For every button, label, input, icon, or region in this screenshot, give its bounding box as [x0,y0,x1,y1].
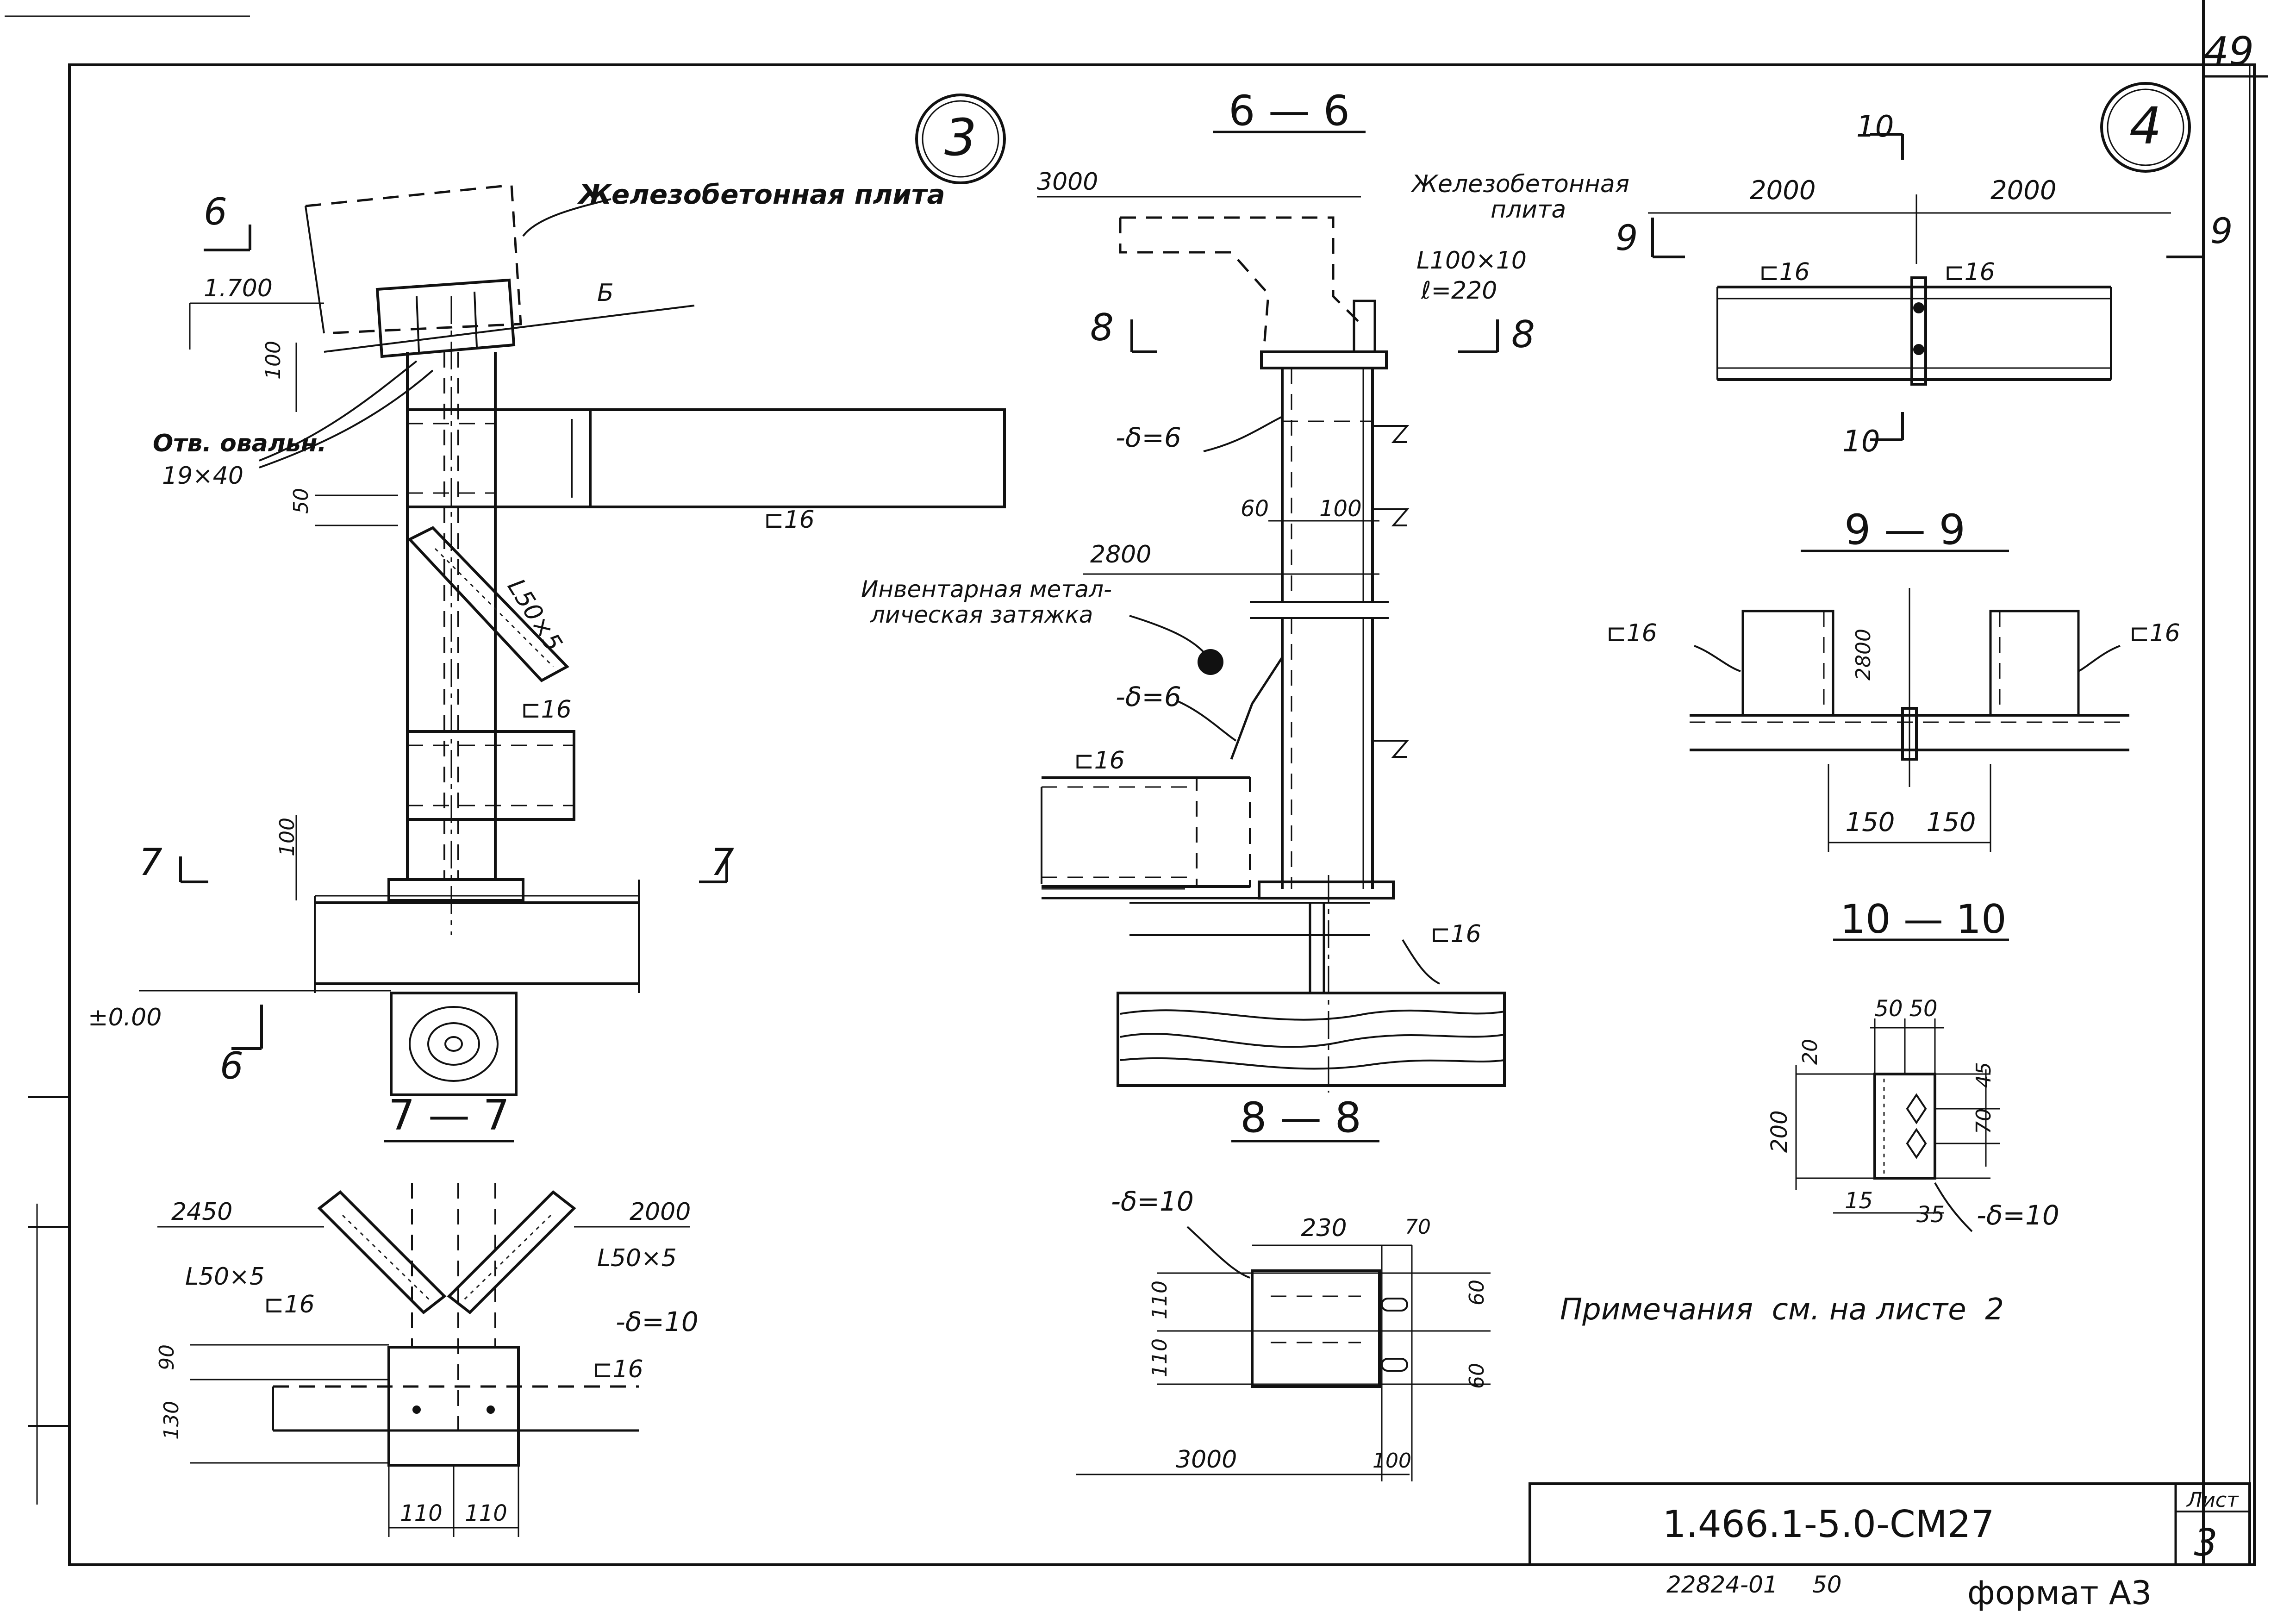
slab-label: Железобетонная плита [577,179,945,210]
section-6-bottom-label: 6 [220,1044,243,1087]
section-9-9-title: 9 — 9 [1844,506,1965,554]
dim-3000-top: 3000 [1037,168,1098,196]
dim-50-2: 50 [1909,996,1937,1022]
plate-6-top-label: -δ=6 [1116,422,1181,453]
dim-100-bottom: 100 [275,818,299,856]
plate-10-88-label: -δ=10 [1111,1186,1194,1217]
dim-2450: 2450 [171,1198,232,1226]
c16-left-n4-label: ⊏16 [1759,258,1810,286]
dim-100-top: 100 [262,341,285,380]
section-8-left-label: 8 [1090,306,1114,349]
node-3-marker: 3 [944,108,977,167]
c16-mid-label: ⊏16 [521,696,572,724]
dim-150-right: 150 [1927,807,1976,837]
title-block [1529,1482,2251,1566]
section-10-bottom-label: 10 [1842,425,1880,459]
notes-reference: Примечания см. на листе 2 [1560,1293,2004,1327]
sheet-number: 3 [2194,1521,2218,1564]
angle-left-label: L50×5 [185,1263,265,1291]
tie-label-line1: Инвентарная метал- [861,576,1112,603]
footer-page: 50 [1812,1571,1842,1598]
slab-label-66-line1: Железобетонная [1410,170,1629,198]
dim-50: 50 [289,488,313,514]
dim-110-88-top: 110 [1148,1280,1172,1319]
slab-label-66-line2: плита [1491,196,1566,224]
section-9-left-label: 9 [1616,217,1638,258]
dim-2800: 2800 [1090,541,1151,568]
c16-right-label: ⊏16 [593,1355,643,1383]
angle-label: L50×5 [502,574,568,656]
plate-label: -δ=10 [616,1306,699,1337]
footer-code: 22824-01 [1666,1571,1778,1598]
dim-110-88-bottom: 110 [1148,1338,1172,1377]
section-10-top-label: 10 [1856,110,1894,144]
section-7-7-title: 7 — 7 [388,1091,510,1140]
page-number: 49 [2204,29,2254,75]
dim-100-88: 100 [1373,1449,1411,1473]
elevation-1700: 1.700 [204,275,273,302]
dim-60: 60 [1241,496,1269,522]
section-8-right-label: 8 [1511,313,1535,356]
dim-60-88-bottom: 60 [1465,1363,1489,1389]
holes-label: Отв. овальн. [153,430,326,457]
c16-upper-beam-label: ⊏16 [764,506,815,534]
c16-left-99-label: ⊏16 [1606,619,1657,647]
sheet-label: Лист [2186,1488,2239,1512]
sheet-frame [5,0,2268,1566]
plate-10-1010-label: -δ=10 [1977,1199,2059,1231]
section-9-right-label: 9 [2210,210,2233,251]
b-label: Б [597,279,614,307]
dim-15: 15 [1845,1188,1873,1214]
dim-50-1: 50 [1874,996,1903,1022]
node-4-marker: 4 [2129,96,2162,156]
dim-2000-right-n4: 2000 [1990,175,2057,206]
angle-right-label: L50×5 [597,1244,677,1272]
section-7-right-label: 7 [711,841,734,884]
plate-6-bottom-label: -δ=6 [1116,681,1181,712]
c16-left-66-label: ⊏16 [1074,747,1125,775]
dim-110-left: 110 [400,1500,443,1526]
dim-60-88-top: 60 [1465,1280,1489,1305]
dim-45: 45 [1972,1062,1996,1088]
section-6-label: 6 [204,190,227,233]
angle-length-label: ℓ=220 [1421,277,1497,305]
dim-200: 200 [1766,1110,1792,1153]
dim-3000-88: 3000 [1176,1446,1237,1474]
dim-20: 20 [1798,1039,1822,1065]
dim-35: 35 [1916,1202,1945,1228]
section-6-6-title: 6 — 6 [1229,87,1350,135]
node-4-view [1648,82,2205,441]
c16-bottom-66-label: ⊏16 [1430,920,1481,948]
angle-100x10-label: L100×10 [1416,247,1527,275]
format-label: формат А3 [1967,1574,2152,1612]
section-10-10 [1795,938,2009,1232]
section-6-6 [1037,131,1506,1093]
node-3-view [139,94,1006,1096]
dim-90: 90 [155,1344,179,1370]
doc-code: 1.466.1-5.0-СМ27 [1663,1503,1995,1546]
c16-right-n4-label: ⊏16 [1944,258,1995,286]
tie-label-line2: лическая затяжка [870,601,1093,628]
dim-130: 130 [160,1401,183,1440]
section-8-8-title: 8 — 8 [1240,1093,1361,1142]
c16-right-99-label: ⊏16 [2129,619,2180,647]
section-9-9 [1690,550,2129,852]
section-10-10-title: 10 — 10 [1840,896,2007,943]
c16-left-label: ⊏16 [264,1291,315,1318]
dim-230: 230 [1301,1214,1347,1242]
dim-100-66: 100 [1319,496,1362,522]
zero-level: ±0.00 [88,1004,162,1031]
dim-150-left: 150 [1846,807,1895,837]
section-8-8 [1076,1140,1491,1481]
dim-70-88: 70 [1405,1215,1431,1239]
dim-2800-99: 2800 [1852,629,1875,681]
dim-70-1010: 70 [1972,1108,1996,1134]
dim-2000: 2000 [630,1198,691,1226]
section-7-7 [157,1140,690,1537]
holes-size: 19×40 [162,462,243,490]
dim-110-right: 110 [465,1500,507,1526]
dim-2000-left-n4: 2000 [1750,175,1816,206]
section-7-left-label: 7 [139,841,162,884]
